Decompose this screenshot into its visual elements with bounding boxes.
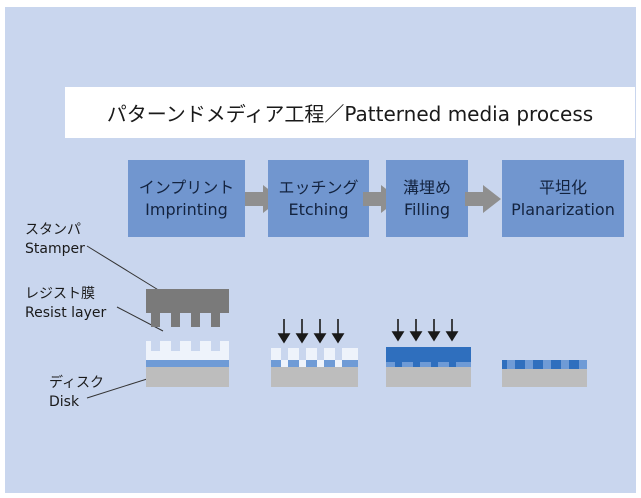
label-resist-en: Resist layer bbox=[25, 305, 107, 321]
step-imprinting-en: Imprinting bbox=[145, 199, 228, 219]
arrow-right-icon bbox=[465, 185, 501, 213]
down-arrow-icon bbox=[427, 331, 441, 342]
step-planarization-jp: 平坦化 bbox=[538, 177, 587, 197]
magnetic-layer bbox=[146, 360, 229, 367]
magnetic-dot bbox=[561, 360, 569, 369]
magnetic-dot bbox=[543, 360, 551, 369]
step-etching: エッチング Etching bbox=[268, 160, 369, 237]
down-arrow-icon bbox=[331, 333, 345, 344]
step-filling: 溝埋め Filling bbox=[386, 160, 468, 237]
disk-substrate bbox=[386, 367, 471, 387]
step-planarization-en: Planarization bbox=[511, 199, 615, 219]
stamper-tooth bbox=[191, 313, 200, 327]
down-arrow-icon bbox=[445, 331, 459, 342]
etched-groove bbox=[299, 360, 306, 367]
process-illustration bbox=[86, 245, 587, 399]
down-arrow-icon bbox=[391, 331, 405, 342]
stamper-tooth bbox=[211, 313, 220, 327]
filled-groove bbox=[395, 362, 402, 367]
label-resist: レジスト膜 Resist layer bbox=[25, 285, 106, 323]
magnetic-dot bbox=[579, 360, 587, 369]
step-filling-en: Filling bbox=[403, 199, 451, 219]
step-imprinting: インプリント Imprinting bbox=[128, 160, 245, 237]
resist-layer bbox=[146, 341, 229, 360]
label-stamper: スタンパ Stamper bbox=[25, 221, 85, 259]
diagram-title: パターンドメディア工程／Patterned media process bbox=[106, 102, 594, 126]
down-arrow-icon bbox=[313, 333, 327, 344]
etched-groove bbox=[317, 360, 324, 367]
step-etching-jp: エッチング bbox=[278, 177, 359, 197]
disk-substrate bbox=[146, 367, 229, 387]
disk-leader-line bbox=[86, 378, 148, 399]
magnetic-layer bbox=[271, 360, 358, 367]
stamper-tooth bbox=[171, 313, 180, 327]
down-arrow-icon bbox=[277, 333, 291, 344]
stage-filling bbox=[386, 319, 471, 387]
label-disk-en: Disk bbox=[49, 394, 80, 410]
label-resist-jp: レジスト膜 bbox=[25, 286, 95, 302]
label-disk: ディスク Disk bbox=[49, 374, 104, 412]
stamper-tooth bbox=[151, 313, 160, 327]
label-disk-jp: ディスク bbox=[49, 375, 105, 391]
resist-groove bbox=[335, 348, 342, 360]
label-stamper-en: Stamper bbox=[25, 241, 85, 257]
stamper-leader-line bbox=[86, 245, 161, 292]
resist-groove bbox=[317, 348, 324, 360]
step-imprinting-jp: インプリント bbox=[138, 177, 235, 197]
filled-groove bbox=[413, 362, 420, 367]
filled-groove bbox=[449, 362, 456, 367]
diagram-panel: パターンドメディア工程／Patterned media process インプリ… bbox=[5, 7, 636, 493]
step-filling-jp: 溝埋め bbox=[402, 177, 451, 197]
down-arrow-icon bbox=[409, 331, 423, 342]
step-etching-en: Etching bbox=[288, 199, 349, 219]
magnetic-layer bbox=[386, 362, 471, 367]
fill-layer bbox=[386, 347, 471, 362]
resist-groove bbox=[299, 348, 306, 360]
disk-substrate bbox=[271, 367, 358, 387]
magnetic-dot bbox=[525, 360, 533, 369]
etched-groove bbox=[335, 360, 342, 367]
magnetic-dot bbox=[507, 360, 515, 369]
step-planarization: 平坦化 Planarization bbox=[502, 160, 624, 237]
etched-groove bbox=[281, 360, 288, 367]
disk-substrate bbox=[502, 369, 587, 387]
stage-imprinting bbox=[146, 289, 229, 387]
filled-groove bbox=[431, 362, 438, 367]
down-arrow-icon bbox=[295, 333, 309, 344]
resist-groove bbox=[281, 348, 288, 360]
label-stamper-jp: スタンパ bbox=[25, 222, 81, 238]
title-box: パターンドメディア工程／Patterned media process bbox=[65, 87, 635, 138]
stamper-body bbox=[146, 289, 229, 313]
stage-etching bbox=[271, 319, 358, 387]
stage-planarization bbox=[502, 360, 587, 387]
